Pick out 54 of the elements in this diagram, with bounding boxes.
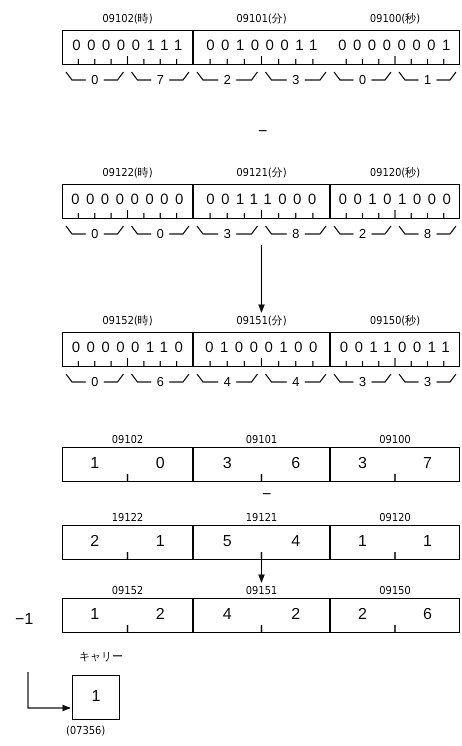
register-address: 09102 [110, 433, 144, 447]
carry-digit: 1 [90, 688, 102, 706]
binary-digits: 00100011 [205, 37, 325, 55]
decimal-digit: 7 [422, 455, 433, 473]
register-address: 09102(時) [101, 12, 154, 26]
decimal-digit: 2 [290, 606, 302, 624]
decimal-digit: 2 [89, 533, 100, 551]
decimal-digit: 1 [422, 533, 433, 551]
operator-sign: −1 [15, 611, 34, 629]
register-address: 09120(秒) [368, 166, 422, 180]
decimal-digit: 6 [290, 455, 302, 473]
binary-digits: 00000111 [71, 37, 190, 55]
register-address: 09121(分) [235, 166, 288, 180]
binary-digits: 00000110 [70, 339, 190, 357]
binary-digits: 00110011 [338, 339, 458, 357]
carry-label: キャリー [78, 650, 124, 664]
register-address: 09100(秒) [368, 12, 422, 26]
operator-sign: − [258, 123, 268, 141]
binary-digits: 00000001 [337, 37, 458, 55]
decimal-digit: 1 [89, 455, 100, 473]
binary-digits: 00000000 [70, 191, 191, 209]
decimal-digit: 1 [357, 533, 368, 551]
register-address: 09101 [244, 433, 278, 447]
register-address: 09152(時) [101, 314, 154, 328]
register-address: 09152 [110, 584, 144, 598]
register-address: 09100 [378, 433, 412, 447]
decimal-digit: 4 [290, 533, 302, 551]
arrow [27, 672, 71, 712]
decimal-digit: 1 [154, 533, 166, 551]
arrow [258, 560, 265, 583]
decimal-digit: 3 [357, 455, 368, 473]
register-address: 09120 [378, 511, 412, 525]
register-address: 09151 [244, 584, 278, 598]
register-address: 09101(分) [235, 12, 288, 26]
binary-digits: 00111000 [205, 191, 324, 209]
decimal-digit: 5 [222, 533, 233, 551]
decimal-digit: 4 [222, 606, 233, 624]
decimal-digit: 0 [154, 455, 166, 473]
decimal-digit: 2 [154, 606, 166, 624]
binary-digits: 01000100 [204, 339, 325, 357]
register-address: 09122(時) [101, 166, 154, 180]
arrow [258, 245, 265, 313]
register-address: 09150 [378, 584, 412, 598]
operator-sign: − [262, 486, 272, 504]
register-address: 19121 [244, 511, 278, 525]
binary-digits: 00101000 [338, 191, 458, 209]
register-address: 09150(秒) [368, 314, 422, 328]
register-address: 19122 [110, 511, 144, 525]
decimal-digit: 6 [422, 606, 433, 624]
decimal-digit: 3 [222, 455, 233, 473]
register-address: (07356) [66, 724, 106, 738]
decimal-digit: 1 [89, 606, 100, 624]
register-address: 09151(分) [235, 314, 288, 328]
decimal-digit: 2 [357, 606, 368, 624]
